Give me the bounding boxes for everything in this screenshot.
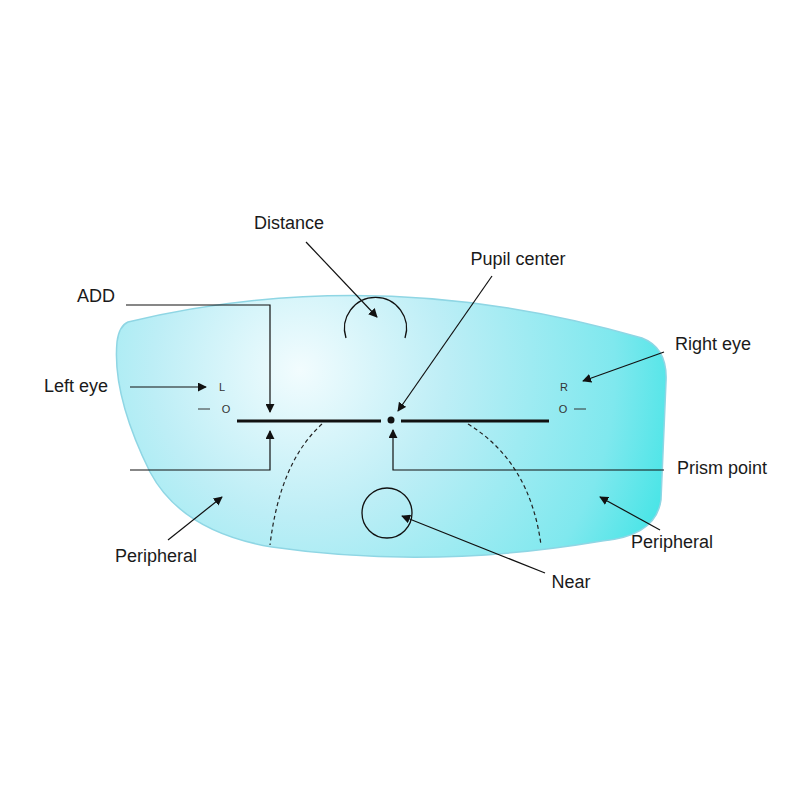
mark-dash [574, 409, 586, 410]
callout-label: Left eye [44, 377, 108, 397]
lens-outline [116, 296, 666, 558]
lens-mark: L [219, 381, 225, 393]
leader-line [168, 497, 222, 540]
callout-label: Peripheral [631, 533, 713, 553]
mark-dash [198, 409, 210, 410]
callout-label: Peripheral [115, 547, 197, 567]
leader-line [402, 516, 545, 573]
callout-label: Prism point [677, 459, 767, 479]
lens-mark: R [560, 381, 568, 393]
leader-line [398, 276, 492, 411]
leader-line [583, 352, 664, 381]
lens-mark: O [559, 403, 568, 415]
leader-line [393, 430, 664, 470]
callout-label: Right eye [675, 335, 751, 355]
leader-line [126, 305, 270, 412]
corridor-boundary [270, 424, 322, 545]
leader-line [600, 497, 660, 530]
callout-label: Near [551, 573, 590, 593]
lens-mark: O [222, 403, 231, 415]
fitting-line [401, 420, 549, 423]
pupil-dot [388, 417, 395, 424]
leader-line [306, 242, 377, 317]
callout-label: Distance [254, 214, 324, 234]
fitting-line [237, 420, 381, 423]
callout-label: Pupil center [470, 250, 565, 270]
callout-label: ADD [77, 287, 115, 307]
distance-arc [345, 297, 407, 338]
corridor-boundary [468, 424, 541, 545]
leader-line [130, 431, 270, 470]
near-circle [362, 488, 412, 538]
leader-line [130, 386, 206, 387]
